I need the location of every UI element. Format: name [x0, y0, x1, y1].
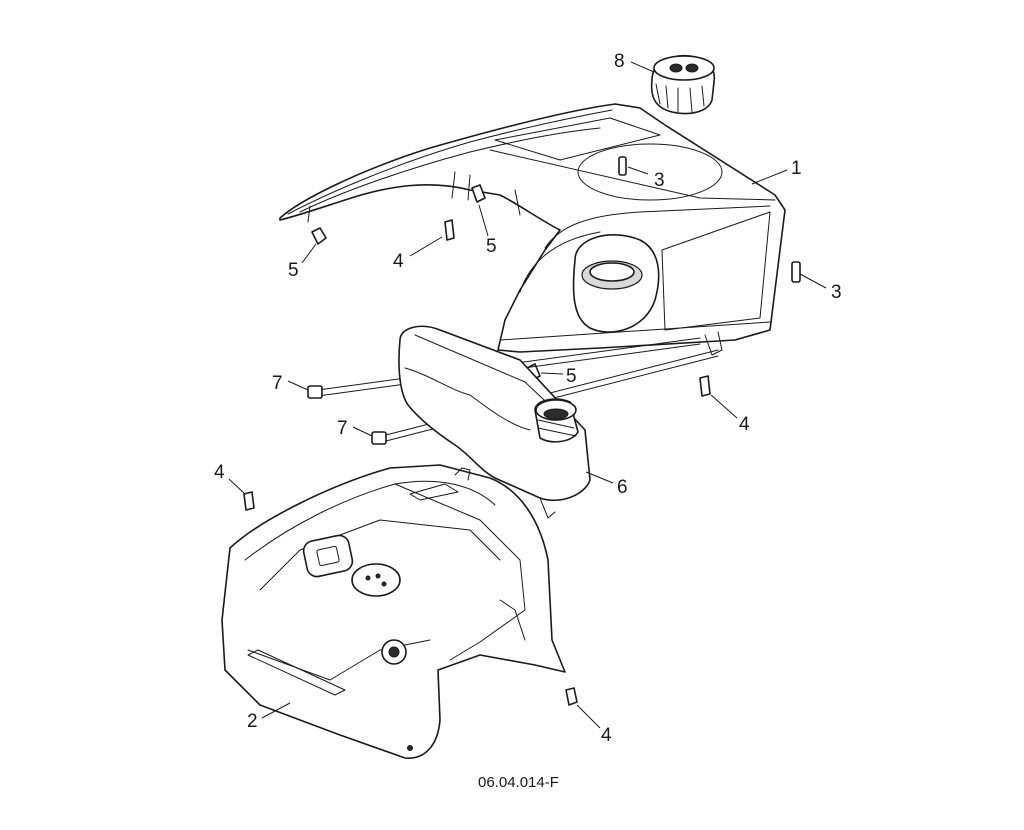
callout-7-lower: 7: [337, 418, 348, 439]
fuel-tank-part: [398, 325, 591, 519]
callout-6: 6: [617, 477, 628, 498]
callout-5-tank: 5: [566, 366, 577, 387]
callout-8: 8: [614, 51, 625, 72]
clip-part-5b: [471, 184, 486, 203]
pin-part-upper: [618, 156, 627, 176]
clip-part-4a: [444, 219, 455, 241]
callout-5-left: 5: [288, 260, 299, 281]
clip-part-4b: [699, 375, 711, 397]
lower-cover-part: [221, 464, 566, 759]
callout-4-upper: 4: [393, 251, 404, 272]
callout-1: 1: [791, 158, 802, 179]
top-cover-part: [279, 103, 786, 356]
callout-4-left: 4: [214, 462, 225, 483]
clip-part-5a: [311, 227, 327, 245]
callout-7-upper: 7: [272, 373, 283, 394]
clip-part-4d: [565, 687, 578, 706]
callout-5-middle: 5: [486, 236, 497, 257]
fuel-cap-part: [650, 54, 716, 115]
figure-reference: 06.04.014-F: [478, 774, 559, 791]
callout-labels: 8 3 1 5 4 5 3 7 5 4 7 4 6 2 4: [214, 51, 842, 746]
pin-part-side: [791, 261, 801, 283]
callout-4-bottom: 4: [601, 725, 612, 746]
clip-part-4c: [243, 491, 255, 511]
callout-2: 2: [247, 711, 258, 732]
leader-lines: [228, 61, 827, 729]
callout-3-upper: 3: [654, 170, 665, 191]
callout-4-right: 4: [739, 414, 750, 435]
callout-3-side: 3: [831, 282, 842, 303]
